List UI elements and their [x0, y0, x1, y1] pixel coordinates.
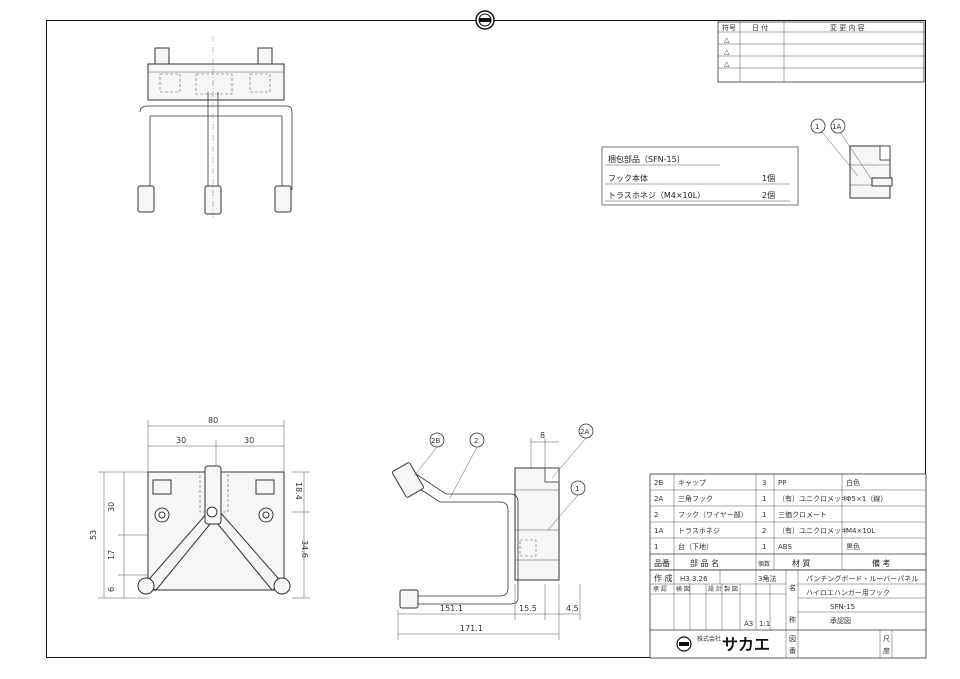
tb-drawing-no-label: 図 — [789, 635, 796, 643]
side-view: 2B 2 2A 1 151.1 15.5 4.5 171.1 8 — [392, 423, 594, 640]
pl-row4-material: （有）ユニクロメッキ — [778, 526, 848, 535]
tb-name-label: 名 — [789, 583, 796, 592]
dim-half-right: 30 — [244, 436, 254, 445]
tb-scale: 1:1 — [759, 620, 770, 628]
rev-header-no: 符号 — [722, 23, 736, 32]
kit-title: 梱包部品（SFN-15） — [608, 154, 685, 164]
tb-draw-label: 設 計 — [708, 585, 722, 593]
side-balloon-1: 1 — [575, 485, 579, 493]
tb-company-name: サカエ — [722, 635, 770, 654]
tb-projection: 3角法 — [758, 574, 776, 583]
rev-row-1: △ — [724, 36, 730, 44]
tb-drawing-no-label2: 番 — [789, 647, 796, 655]
pl-row1-material: PP — [778, 479, 786, 487]
rev-header-content: 変 更 内 容 — [830, 23, 865, 32]
dim-h-left-top: 30 — [107, 502, 116, 512]
tb-name-label2: 称 — [789, 615, 796, 624]
kit-item-1-name: フック本体 — [608, 173, 648, 183]
pl-header-note: 備 考 — [872, 558, 891, 568]
tb-drafter-label: 製 図 — [724, 585, 738, 593]
side-balloon-2b: 2B — [431, 437, 440, 445]
dim-side-top: 8 — [540, 431, 545, 440]
dim-h-right-mid: 34.6 — [300, 540, 309, 558]
front-view: 80 30 30 30 53 17 6 18.4 34.6 — [89, 416, 310, 599]
pl-row5-material: ABS — [778, 543, 792, 551]
pl-row2-note: Φ5×1（線） — [846, 494, 887, 503]
tb-design-label: 検 図 — [676, 585, 690, 593]
pl-row1-no: 2B — [654, 479, 663, 487]
pl-row3-name: フック（ワイヤー部） — [678, 510, 748, 519]
title-block: 作 成 H3.3.26 3角法 承 認 検 図 設 計 製 図 A3 1:1 名… — [649, 569, 927, 659]
dim-side-len-a: 151.1 — [440, 604, 463, 613]
tb-made-label: 作 成 — [654, 573, 673, 583]
tb-product-line2: ハイロエハンガー用フック — [806, 588, 890, 597]
pl-header-material: 材 質 — [792, 558, 811, 568]
pl-row4-name: トラスホネジ — [678, 527, 720, 535]
tb-check-label: 承 認 — [653, 585, 667, 593]
side-balloon-2a: 2A — [580, 428, 589, 436]
tb-sheet-label2: 度 — [883, 646, 890, 655]
pl-row1-name: キャップ — [678, 479, 706, 487]
top-view — [137, 36, 293, 220]
detail-balloon-1a: 1A — [832, 123, 841, 131]
side-detail: 1 1A — [810, 118, 893, 199]
pl-row4-qty: 2 — [762, 527, 766, 535]
pl-header-name: 部 品 名 — [690, 558, 719, 568]
dim-side-total: 171.1 — [460, 624, 483, 633]
kit-box: 梱包部品（SFN-15） フック本体 1個 トラスホネジ（M4×10L） 2個 — [601, 146, 799, 206]
dim-h-right-top: 18.4 — [294, 482, 303, 500]
pl-row1-qty: 3 — [762, 479, 766, 487]
tb-sheet-label: 尺 — [883, 635, 890, 643]
side-balloon-2: 2 — [474, 437, 478, 445]
pl-row5-name: 台（下地） — [678, 542, 713, 551]
tb-company-small: 株式会社 — [697, 635, 721, 643]
pl-row2-material: （有）ユニクロメッキ — [778, 494, 848, 503]
pl-row5-note: 黒色 — [846, 542, 860, 551]
pl-row1-note: 白色 — [846, 478, 860, 487]
pl-row3-material: 三価クロメート — [778, 510, 827, 519]
kit-item-2-qty: 2個 — [762, 190, 775, 200]
pl-row5-no: 1 — [654, 543, 658, 551]
pl-row2-qty: 1 — [762, 495, 766, 503]
rev-row-3: △ — [724, 60, 730, 68]
rev-row-2: △ — [724, 48, 730, 56]
dim-h-left-bot: 6 — [107, 587, 116, 592]
tb-product-line1: パンチングボード・ルーバーパネル — [806, 574, 918, 583]
tb-size: A3 — [744, 620, 753, 628]
dim-side-len-c: 4.5 — [566, 604, 579, 613]
kit-item-1-qty: 1個 — [762, 173, 775, 183]
dim-h-left-total: 53 — [89, 530, 98, 540]
dim-half-left: 30 — [176, 436, 186, 445]
tb-model: SFN-15 — [830, 603, 855, 611]
pl-row4-note: M4×10L — [846, 527, 875, 535]
pl-row2-name: 三角フック — [678, 494, 713, 503]
company-logo-top — [475, 10, 495, 30]
parts-list: 2B キャップ 3 PP 白色 2A 三角フック 1 （有）ユニクロメッキ Φ5… — [649, 473, 927, 571]
pl-row5-qty: 1 — [762, 543, 766, 551]
revision-table: 符号 日 付 変 更 内 容 △ △ △ — [717, 21, 925, 83]
pl-row2-no: 2A — [654, 495, 663, 503]
detail-balloon-1: 1 — [815, 123, 819, 131]
pl-header-qty: 個数 — [758, 560, 770, 568]
pl-row3-qty: 1 — [762, 511, 766, 519]
pl-header-no: 品番 — [654, 558, 670, 568]
kit-item-2-name: トラスホネジ（M4×10L） — [608, 191, 705, 200]
company-logo-icon — [676, 636, 692, 652]
dim-side-len-b: 15.5 — [519, 604, 537, 613]
pl-row3-no: 2 — [654, 511, 658, 519]
pl-row4-no: 1A — [654, 527, 663, 535]
tb-status: 承認図 — [830, 616, 851, 625]
dim-h-left-mid: 17 — [107, 550, 116, 560]
tb-date: H3.3.26 — [680, 575, 708, 583]
dim-width-total: 80 — [208, 416, 218, 425]
rev-header-date: 日 付 — [752, 23, 768, 32]
